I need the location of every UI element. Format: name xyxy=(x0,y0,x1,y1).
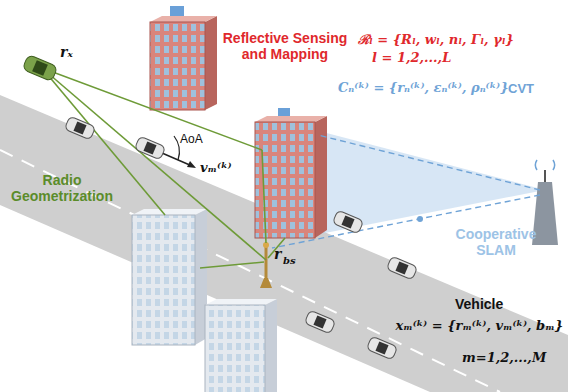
formula: Cₙ⁽ᵏ⁾ = {rₙ⁽ᵏ⁾, εₙ⁽ᵏ⁾, ρₙ⁽ᵏ⁾} xyxy=(338,80,509,95)
acronym-label: CVT xyxy=(508,81,534,96)
velocity-symbol: vₘ⁽ᵏ⁾ xyxy=(200,160,232,175)
road xyxy=(0,95,568,392)
position-symbol: r xyxy=(274,246,281,262)
section-title: Cooperative SLAM xyxy=(440,226,552,258)
car xyxy=(366,336,397,360)
building xyxy=(132,209,207,345)
aoa-arc xyxy=(174,136,179,160)
car xyxy=(64,116,95,140)
formula: xₘ⁽ᵏ⁾ = {rₘ⁽ᵏ⁾, vₘ⁽ᵏ⁾, bₘ} xyxy=(395,318,563,333)
link-dot xyxy=(417,216,423,222)
index-range: m=1,2,...,M xyxy=(462,350,546,365)
base-station xyxy=(260,242,272,288)
building xyxy=(205,299,277,392)
car xyxy=(134,136,165,160)
formula: ℛₗ = {Rₗ, wₗ, nₗ, Γₗ, γₗ} xyxy=(358,30,514,48)
beam xyxy=(315,130,545,235)
position-symbol: rₓ xyxy=(60,44,73,60)
car xyxy=(304,310,335,334)
section-title: Reflective Sensing and Mapping xyxy=(215,30,355,62)
car xyxy=(386,256,417,280)
subscript-label: bs xyxy=(283,255,296,266)
car xyxy=(332,210,363,234)
section-title: Vehicle xyxy=(455,296,503,312)
radio-path xyxy=(42,68,285,268)
building xyxy=(150,6,217,110)
car xyxy=(22,54,58,81)
building xyxy=(255,108,327,238)
arrow-head xyxy=(187,161,196,168)
index-range: l = 1,2,...,L xyxy=(372,50,451,65)
section-title: Radio Geometrization xyxy=(6,172,118,204)
angle-label: AoA xyxy=(180,132,203,146)
velocity-arrow xyxy=(162,153,192,166)
